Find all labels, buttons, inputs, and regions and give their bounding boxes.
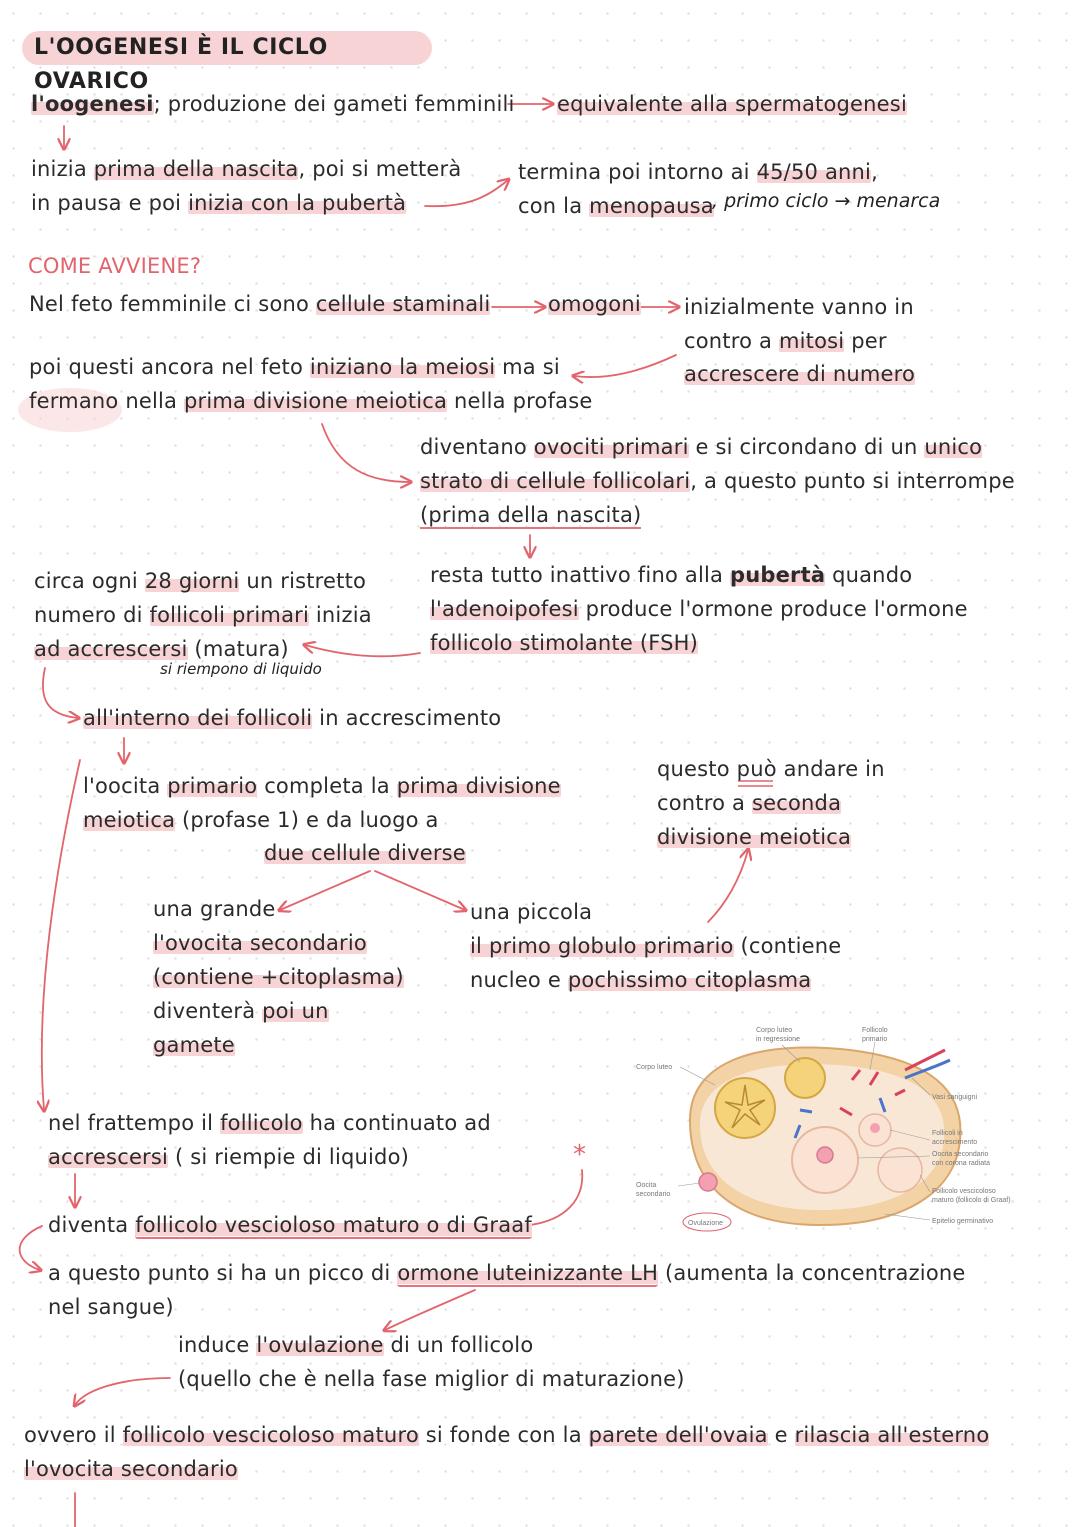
svg-text:primario: primario (862, 1036, 887, 1043)
svg-text:Follicolo vescicoloso: Follicolo vescicoloso (932, 1188, 996, 1195)
menarca-note: , primo ciclo → menarca (712, 190, 941, 212)
svg-text:Oocita: Oocita (636, 1182, 656, 1189)
primary-line-1: diventano ovociti primari e si circondan… (420, 435, 983, 459)
graaf-line: diventa follicolo vescioloso maturo o di… (48, 1213, 532, 1239)
division-line-2: meiotica (profase 1) e da luogo a (83, 808, 439, 832)
meiosis-line-1: poi questi ancora nel feto iniziano la m… (29, 355, 560, 379)
term-oogenesi: l'oogenesi (31, 92, 154, 116)
cycle-line-1: circa ogni 28 giorni un ristretto (34, 569, 367, 593)
cycle-line-2: numero di follicoli primari inizia (34, 603, 372, 627)
arrow-to-growing (41, 667, 78, 718)
second-line-2: contro a seconda (657, 791, 842, 815)
small-cell-line-3: nucleo e pochissimo citoplasma (470, 968, 812, 992)
primary-line-2: strato di cellule follicolari, a questo … (420, 469, 1015, 493)
ovulation-line-1: induce l'ovulazione di un follicolo (178, 1333, 534, 1357)
intro-line: l'oogenesi; produzione dei gameti femmin… (31, 92, 515, 116)
meiosis-line-2: fermano nella prima divisione meiotica n… (29, 389, 593, 413)
arrow-back-meiosi (574, 354, 677, 377)
svg-text:Vasi sanguigni: Vasi sanguigni (932, 1094, 977, 1101)
arrow-to-primari (321, 423, 410, 482)
section-heading: COME AVVIENE? (28, 254, 202, 278)
svg-text:in regressione: in regressione (756, 1036, 800, 1043)
arrow-to-big (280, 870, 371, 910)
arrow-to-lh (18, 1225, 42, 1270)
mitosis-line-1: inizialmente vanno in (684, 295, 914, 319)
ovary-diagram: Corpo luteo Corpo luteo in regressione F… (636, 1027, 1011, 1232)
svg-text:Follicoli in: Follicoli in (932, 1130, 963, 1137)
puberty-line-3: follicolo stimolante (FSH) (430, 631, 699, 655)
svg-text:accrescimento: accrescimento (932, 1139, 977, 1146)
arrow-small-to-second (707, 850, 748, 923)
start-line-2: in pausa e poi inizia con la pubertà (31, 191, 407, 215)
svg-text:Corpo luteo: Corpo luteo (636, 1064, 672, 1071)
big-cell-line-4: diventerà poi un (153, 999, 329, 1023)
arrow-to-ovulation (385, 1289, 476, 1330)
meanwhile-line-2: accrescersi ( si riempie di liquido) (48, 1145, 410, 1169)
arrow-asterisk-to-graaf (529, 1169, 584, 1226)
puberty-line-1: resta tutto inattivo fino alla pubertà q… (430, 563, 913, 587)
lh-line-1: a questo punto si ha un picco di ormone … (48, 1261, 966, 1287)
svg-text:Oocita secondario: Oocita secondario (932, 1151, 989, 1158)
growing-line: all'interno dei follicoli in accrescimen… (83, 706, 502, 730)
second-line-1: questo può andare in (657, 757, 885, 781)
arrow-to-small (374, 870, 465, 910)
cycle-line-3: ad accrescersi (matura) (34, 637, 289, 661)
big-cell-line-2: l'ovocita secondario (153, 931, 367, 955)
small-cell-line-1: una piccola (470, 900, 593, 924)
cycle-note: si riempono di liquido (160, 660, 322, 678)
release-line-1: ovvero il follicolo vescicoloso maturo s… (24, 1423, 990, 1447)
svg-text:con corona radiata: con corona radiata (932, 1160, 990, 1167)
arrow-long-meanwhile (42, 759, 81, 1110)
primary-line-3: (prima della nascita) (420, 503, 642, 529)
svg-text:maturo (follicolo di Graaf): maturo (follicolo di Graaf) (932, 1197, 1011, 1204)
start-line-1: inizia prima della nascita, poi si mette… (31, 157, 462, 181)
meanwhile-line-1: nel frattempo il follicolo ha continuato… (48, 1111, 491, 1135)
second-line-3: divisione meiotica (657, 825, 852, 849)
lh-line-2: nel sangue) (48, 1295, 174, 1319)
end-line-2: con la menopausa (518, 194, 714, 218)
fetus-line: Nel feto femminile ci sono cellule stami… (29, 292, 491, 316)
big-cell-line-1: una grande (153, 897, 276, 921)
mitosis-line-2: contro a mitosi per (684, 329, 887, 353)
svg-text:Epitelio germinativo: Epitelio germinativo (932, 1218, 993, 1225)
small-cell-line-2: il primo globulo primario (contiene (470, 934, 842, 958)
equivalent-note: equivalente alla spermatogenesi (557, 92, 907, 116)
asterisk-mark: * (573, 1140, 587, 1170)
arrow-to-release (75, 1377, 171, 1405)
end-line-1: termina poi intorno ai 45/50 anni, (518, 160, 878, 184)
puberty-line-2: l'adenoipofesi produce l'ormone produce … (430, 597, 968, 621)
page-title: L'OOGENESI È IL CICLO OVARICO (22, 31, 432, 94)
oogonia-term: omogoni (548, 292, 641, 316)
svg-text:secondario: secondario (636, 1191, 670, 1198)
svg-text:Corpo luteo: Corpo luteo (756, 1027, 792, 1034)
division-line-3: due cellule diverse (264, 841, 466, 865)
arrow-to-cycle (305, 645, 421, 658)
ovulation-line-2: (quello che è nella fase miglior di matu… (178, 1367, 685, 1391)
release-line-2: l'ovocita secondario (24, 1457, 238, 1481)
svg-text:Ovulazione: Ovulazione (688, 1220, 723, 1227)
division-line-1: l'oocita primario completa la prima divi… (83, 774, 561, 798)
big-cell-line-5: gamete (153, 1033, 235, 1057)
svg-text:Follicolo: Follicolo (862, 1027, 888, 1034)
big-cell-line-3: (contiene +citoplasma) (153, 965, 404, 989)
mitosis-line-3: accrescere di numero (684, 362, 916, 386)
